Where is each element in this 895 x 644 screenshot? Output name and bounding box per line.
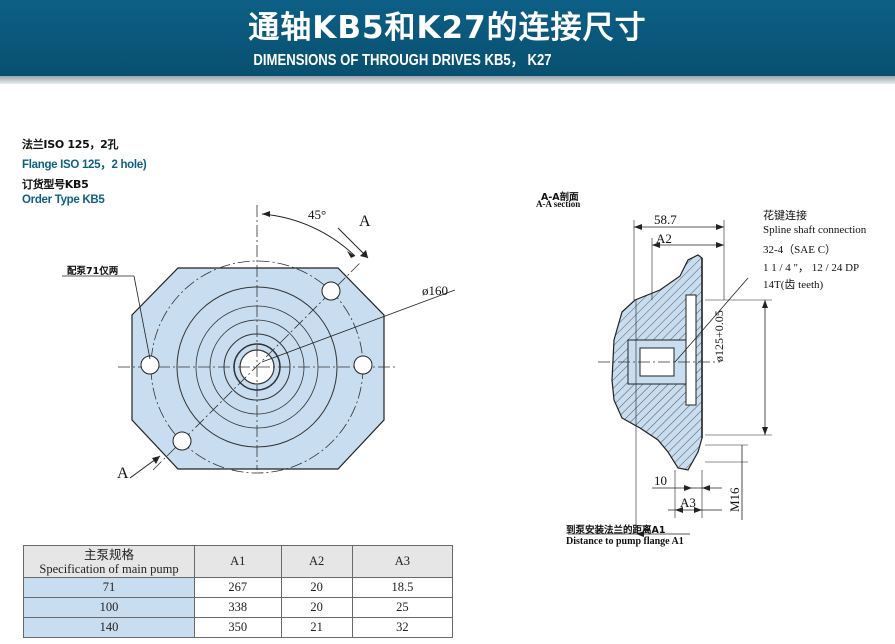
cell-a3: 18.5 — [351, 577, 454, 598]
table-row: 100 338 20 25 — [23, 597, 454, 618]
spline-line3: 1 1 / 4 "， 12 / 24 DP — [763, 262, 860, 274]
table-header-row: 主泵规格 Specification of main pump A1 A2 A3 — [23, 545, 454, 578]
dim-a2: A2 — [656, 231, 672, 246]
flange-note-en: Flange ISO 125，2 hole) — [22, 159, 147, 171]
header-spec-en: Specification of main pump — [39, 561, 179, 576]
order-note-cn: 订货型号KB5 — [22, 178, 89, 191]
bolt-hole — [321, 281, 341, 301]
section-mark-top: A — [359, 213, 371, 230]
bolt-hole — [140, 355, 160, 375]
cell-a1: 267 — [194, 577, 282, 598]
section-view — [568, 220, 772, 537]
diameter-label: ø160 — [422, 283, 448, 298]
cell-a3: 25 — [351, 597, 454, 618]
cell-a2: 20 — [280, 577, 353, 598]
dim-10: 10 — [654, 473, 667, 488]
header-shadow — [0, 76, 895, 84]
bolt-hole — [172, 431, 192, 451]
spec-table: 主泵规格 Specification of main pump A1 A2 A3… — [23, 545, 454, 638]
table-row: 71 267 20 18.5 — [23, 577, 454, 598]
header-a2: A2 — [280, 545, 353, 578]
cell-a1: 338 — [194, 597, 282, 618]
spline-line4: 14T(齿 teeth) — [763, 279, 824, 291]
dim-thread: M16 — [727, 487, 742, 512]
cell-spec: 140 — [23, 617, 195, 638]
section-title-en: A-A section — [536, 199, 581, 209]
bolt-hole — [353, 355, 373, 375]
section-mark-bottom: A — [117, 465, 129, 482]
angle-label: 45° — [308, 207, 327, 222]
dim-a3: A3 — [680, 495, 696, 510]
table-row: 140 350 21 32 — [23, 617, 454, 638]
cell-spec: 100 — [23, 597, 195, 618]
distance-cn: 到泵安装法兰的距离A1 — [566, 525, 666, 536]
spline-line2: 32-4（SAE C） — [763, 244, 837, 256]
cell-a1: 350 — [194, 617, 282, 638]
header-a1: A1 — [194, 545, 282, 578]
header-spec: 主泵规格 Specification of main pump — [23, 545, 195, 578]
dim-total: 58.7 — [654, 212, 677, 227]
header-spec-cn: 主泵规格 — [83, 547, 134, 562]
spline-title: 花键连接 — [763, 209, 807, 222]
order-note-en: Order Type KB5 — [22, 194, 105, 206]
dim-pilot: ø125+0.05 — [712, 310, 726, 362]
page-title: 通轴KB5和K27的连接尺寸 — [248, 10, 647, 46]
cell-a2: 21 — [280, 617, 353, 638]
cell-spec: 71 — [23, 577, 195, 598]
cell-a2: 20 — [280, 597, 353, 618]
header-banner — [0, 0, 895, 76]
distance-en: Distance to pump flange A1 — [566, 536, 684, 547]
section-title-cn: A-A剖面 — [541, 192, 579, 203]
header-a3: A3 — [351, 545, 454, 578]
cell-a3: 32 — [351, 617, 454, 638]
page-subtitle: DIMENSIONS OF THROUGH DRIVES KB5， K27 — [253, 52, 552, 69]
flange-note-cn: 法兰ISO 125，2孔 — [22, 138, 119, 151]
front-view — [62, 205, 456, 479]
bolt-label: 配泵71仅两 — [67, 266, 119, 277]
spline-line1: Spline shaft connection — [763, 224, 867, 236]
